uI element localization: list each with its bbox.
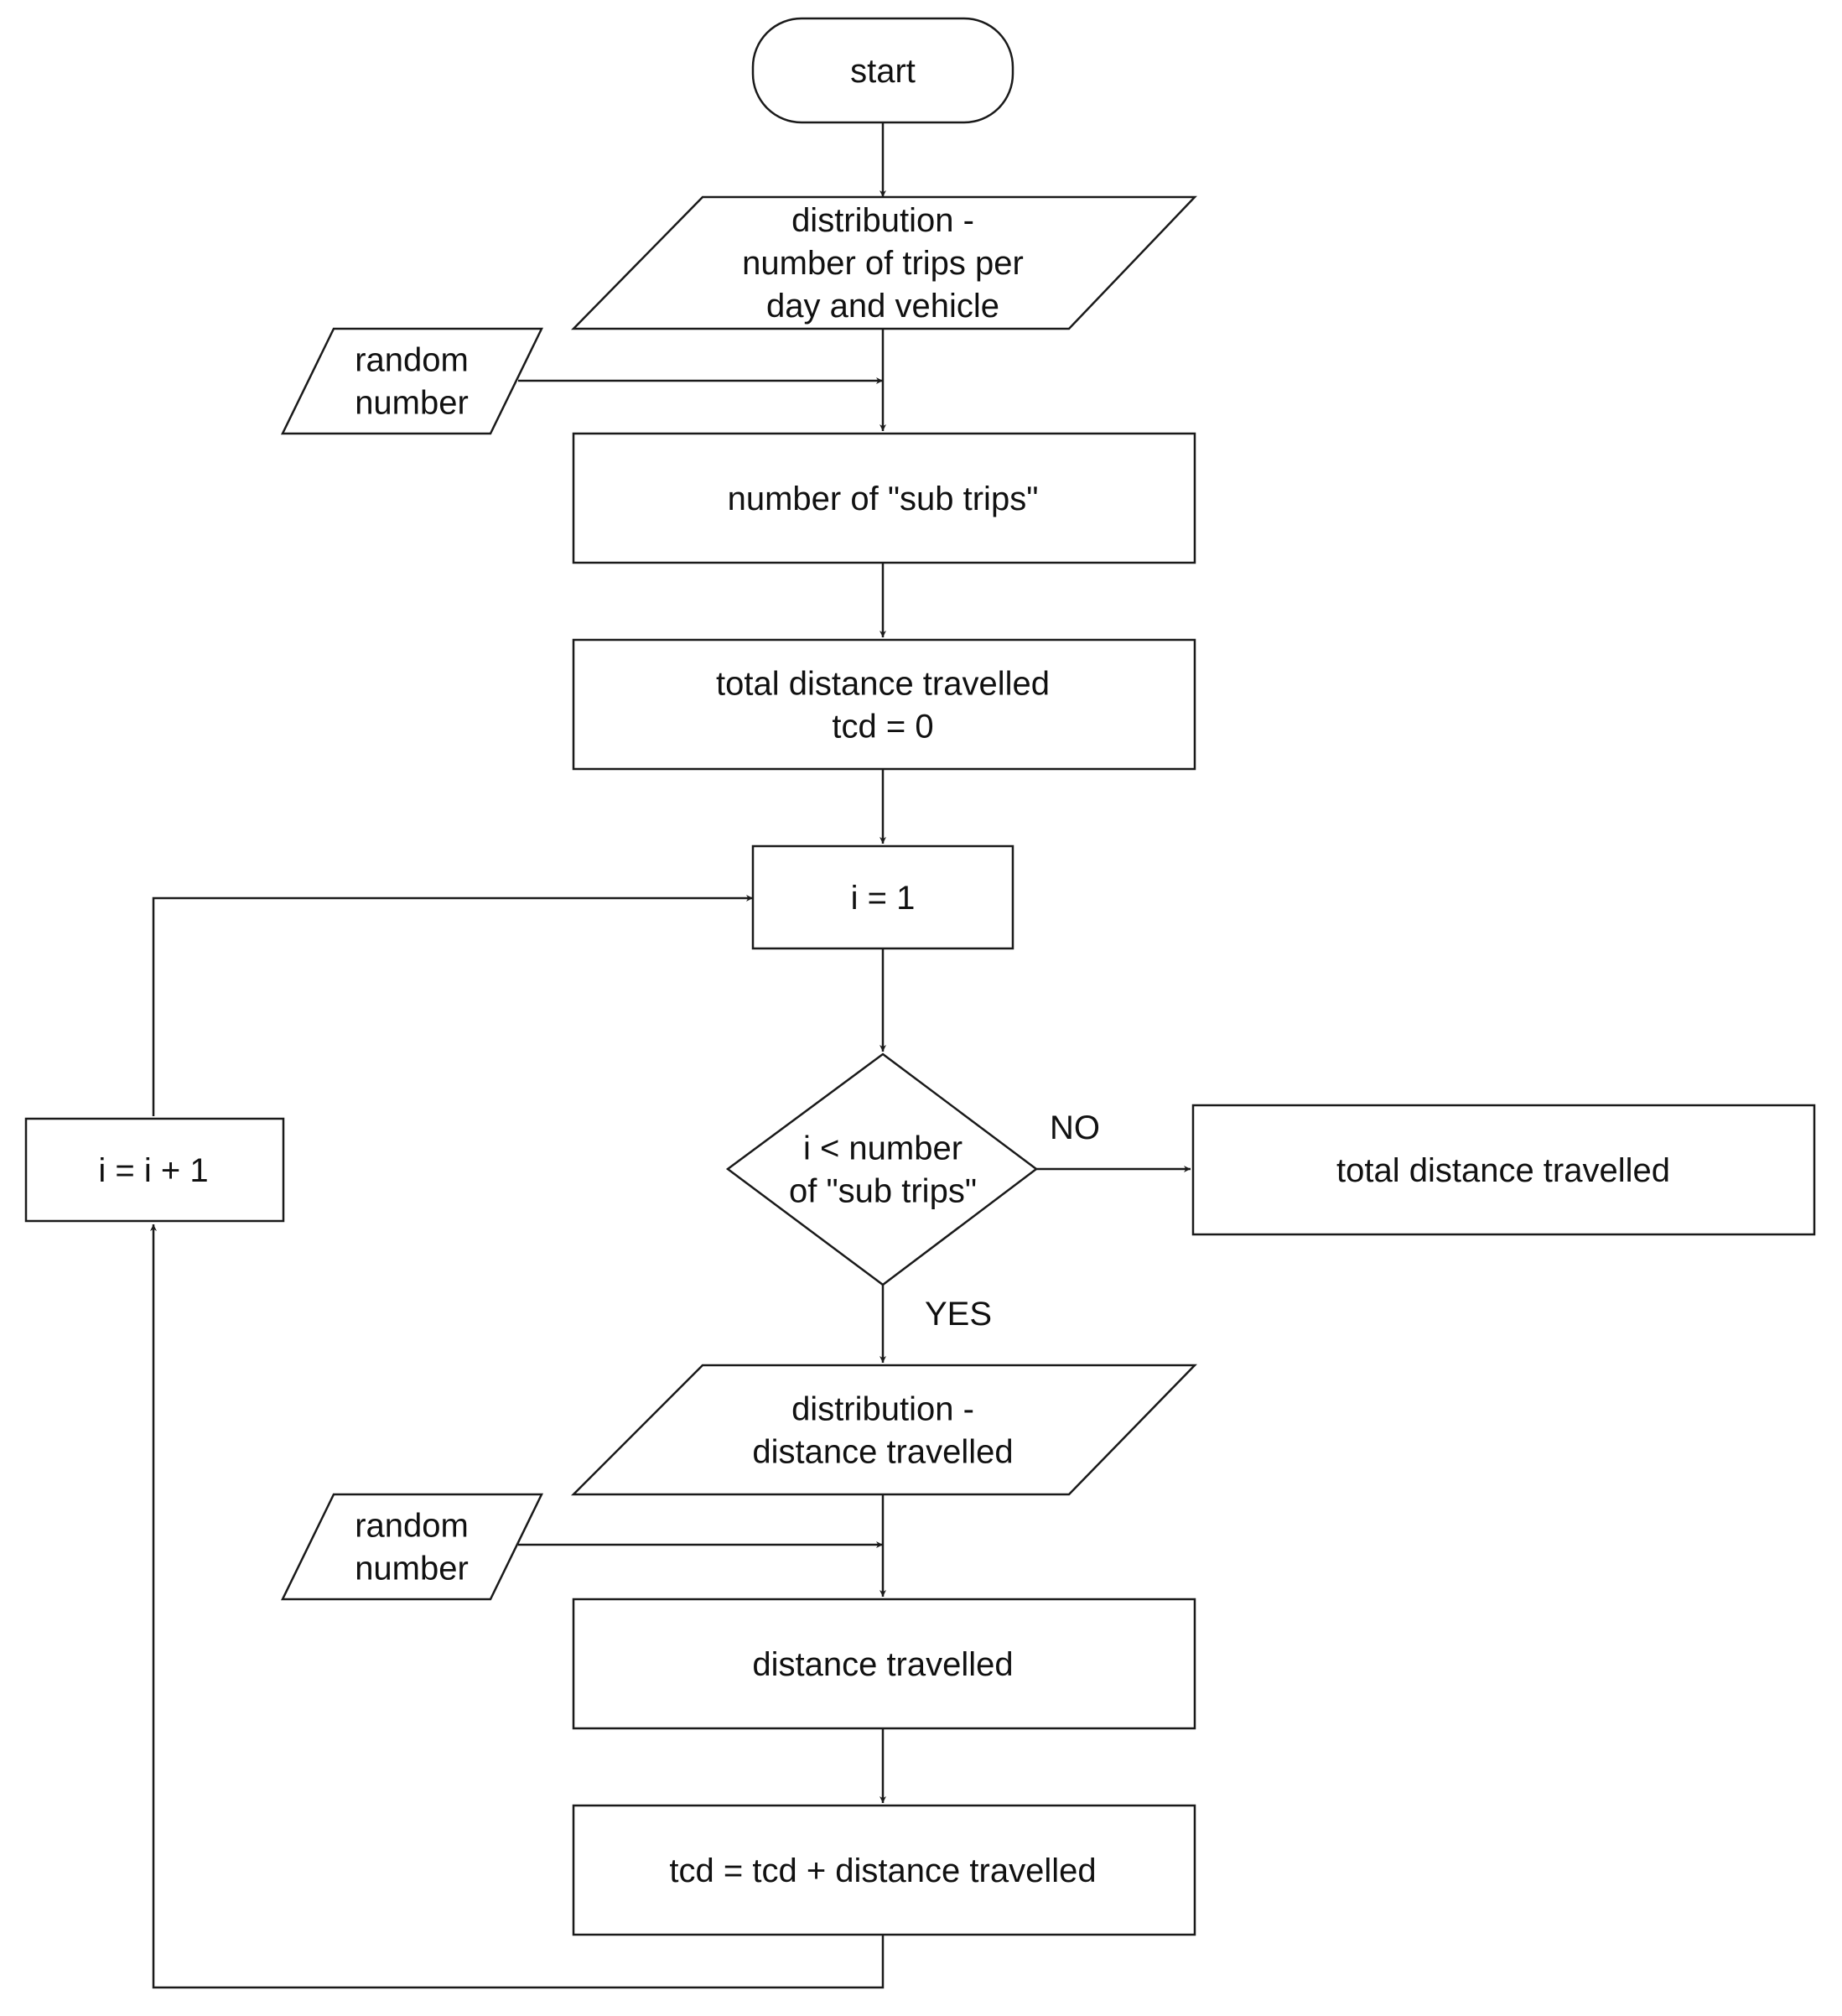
node-distribution-trips: distribution - number of trips per day and… [571,195,1197,330]
distribution-trips-label-line-2: number of trips per [742,245,1024,282]
random-number-1-parallelogram [280,327,544,435]
distance-travelled-label: distance travelled [752,1646,1013,1683]
node-total-distance-output: total distance travelled [1191,1104,1816,1236]
node-distance-travelled: distance travelled [572,1598,1196,1730]
distance-travelled-box [572,1598,1196,1730]
i-init-label-line-1: i = 1 [851,880,916,917]
connectors [150,122,1191,1989]
node-i-init: i = 1 [751,844,1014,950]
distribution-trips-parallelogram [571,195,1197,330]
total-distance-output-box [1191,1104,1816,1236]
distribution-trips-label-line-3: day and vehicle [766,288,999,325]
yes-branch-label: YES [925,1296,992,1333]
distribution-distance-label-line-1: distribution - [791,1391,974,1428]
total-distance-output-label: total distance travelled [1336,1152,1670,1189]
increment-label-line-1: i = i + 1 [98,1152,208,1189]
decision-label-line-2: of "sub trips" [789,1173,977,1210]
number-of-sub-trips-box [572,432,1196,564]
edge-accumulate-to-increment [150,1224,885,1989]
decision-label-line-1: i < number [803,1130,963,1167]
accumulate-label-line-1: tcd = tcd + distance travelled [669,1852,1096,1889]
total-distance-init-label: total distance travelled tcd = 0 [716,666,1050,746]
random-number-2-label-line-2: number [355,1551,469,1587]
distribution-distance-label: distribution - distance travelled [752,1391,1013,1471]
node-accumulate: tcd = tcd + distance travelled [572,1804,1196,1936]
random-number-1-label: random number [355,342,469,422]
distance-travelled-label-line-1: distance travelled [752,1646,1013,1683]
node-random-number-2: random number [280,1493,544,1601]
accumulate-box [572,1804,1196,1936]
number-of-sub-trips-label-line-1: number of "sub trips" [728,481,1039,517]
decision-diamond [725,1052,1039,1286]
start-terminal [751,17,1014,124]
i-init-label: i = 1 [851,880,916,917]
edge-increment-to-i-init [152,895,753,1116]
distribution-distance-parallelogram [570,1364,1197,1496]
i-init-box [751,844,1014,950]
total-distance-init-box [572,638,1196,771]
random-number-2-label-line-1: random [355,1508,469,1545]
node-distribution-distance: distribution - distance travelled [570,1364,1197,1496]
random-number-2-parallelogram [280,1493,544,1601]
node-start: start [751,17,1014,124]
node-decision: i < number of "sub trips" [725,1052,1039,1286]
increment-box [24,1117,285,1223]
random-number-1-label-line-2: number [355,385,469,422]
distribution-trips-label: distribution - number of trips per day and… [742,202,1024,325]
start-label: start [850,53,916,90]
node-random-number-1: random number [280,327,544,435]
distribution-distance-label-line-2: distance travelled [752,1434,1013,1471]
no-branch-label: NO [1050,1109,1100,1146]
total-distance-init-label-line-2: tcd = 0 [832,709,933,746]
node-total-distance-init: total distance travelled tcd = 0 [572,638,1196,771]
number-of-sub-trips-label: number of "sub trips" [728,481,1039,517]
total-distance-output-label-line-1: total distance travelled [1336,1152,1670,1189]
node-number-of-sub-trips: number of "sub trips" [572,432,1196,564]
distribution-trips-label-line-1: distribution - [791,202,974,239]
decision-label: i < number of "sub trips" [789,1130,977,1210]
start-label-line-1: start [850,53,916,90]
increment-label: i = i + 1 [98,1152,208,1189]
random-number-1-label-line-1: random [355,342,469,379]
random-number-2-label: random number [355,1508,469,1587]
accumulate-label: tcd = tcd + distance travelled [669,1852,1096,1889]
total-distance-init-label-line-1: total distance travelled [716,666,1050,703]
node-increment: i = i + 1 [24,1117,285,1223]
